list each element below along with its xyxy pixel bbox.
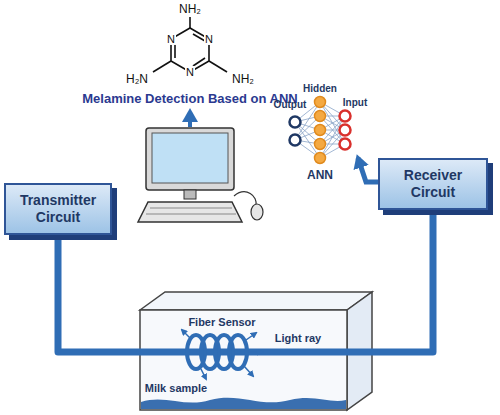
- box-label: Receiver Circuit: [380, 163, 486, 205]
- part-label: Light ray: [275, 332, 321, 344]
- circuit-box: Transmitter Circuit: [4, 183, 112, 235]
- ring-atom: N: [166, 33, 176, 45]
- ring-atom: N: [204, 33, 214, 45]
- fiber-coil: [187, 335, 247, 369]
- ann-label: ANN: [307, 169, 333, 182]
- amine-group: H₂N: [125, 73, 149, 86]
- layer-label: Input: [343, 97, 367, 108]
- part-label: Fiber Sensor: [188, 316, 255, 328]
- amine-group: NH₂: [231, 73, 255, 86]
- data-arrow: [358, 158, 378, 182]
- ring-atom: N: [185, 66, 195, 78]
- light-rays: [182, 330, 262, 379]
- optical-fiber: [58, 210, 433, 352]
- melamine-structure: [153, 17, 227, 72]
- layer-label: Hidden: [303, 83, 337, 94]
- layer-label: Output: [274, 99, 307, 110]
- diagram-title: Melamine Detection Based on ANN: [82, 92, 298, 106]
- part-label: Milk sample: [145, 382, 207, 394]
- milk-wave: [141, 398, 346, 409]
- amine-group: NH₂: [178, 3, 202, 16]
- computer-icon: [138, 128, 263, 222]
- box-label: Transmitter Circuit: [6, 188, 110, 230]
- result-arrow: [188, 112, 192, 127]
- circuit-box: Receiver Circuit: [378, 158, 488, 210]
